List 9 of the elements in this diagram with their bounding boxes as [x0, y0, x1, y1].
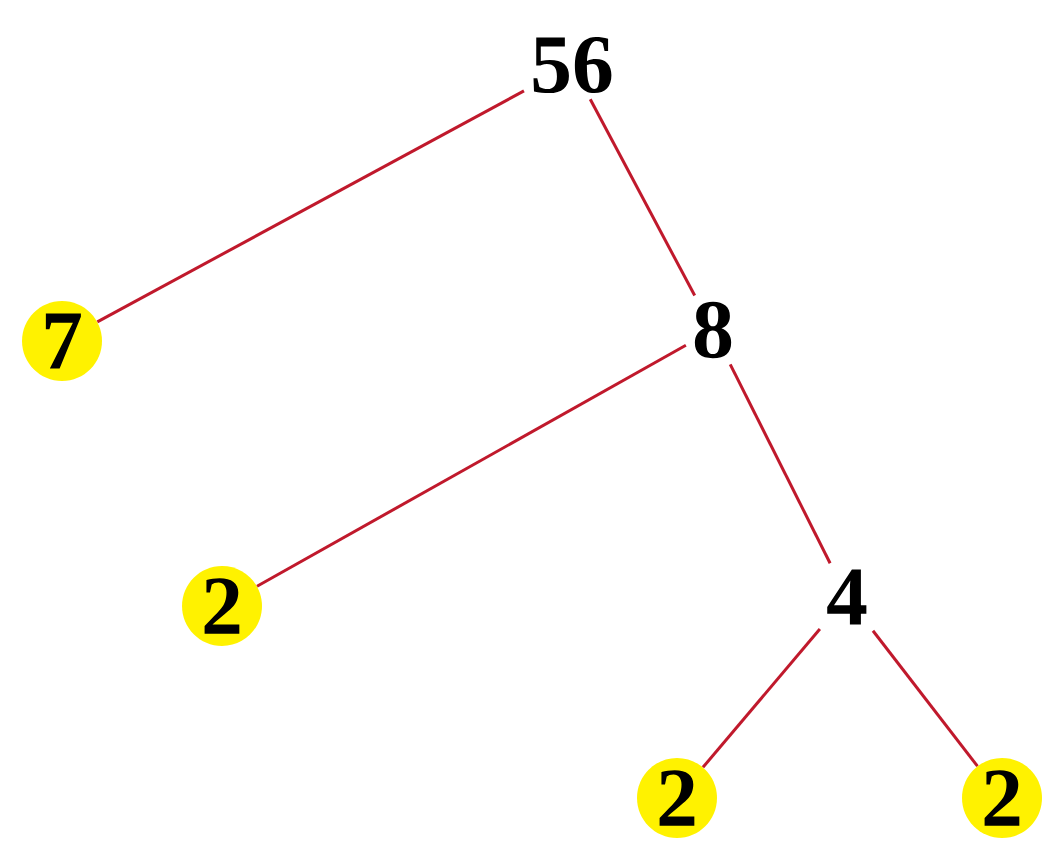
connector-line: [96, 89, 525, 324]
connector-line: [728, 363, 832, 564]
connector-line: [588, 98, 697, 297]
connector-line: [871, 629, 979, 768]
connector-line: [256, 343, 687, 588]
connector-line: [701, 628, 822, 769]
number-label: 56: [533, 36, 612, 94]
number-label: 4: [827, 569, 867, 625]
number-label: 8: [694, 301, 732, 359]
